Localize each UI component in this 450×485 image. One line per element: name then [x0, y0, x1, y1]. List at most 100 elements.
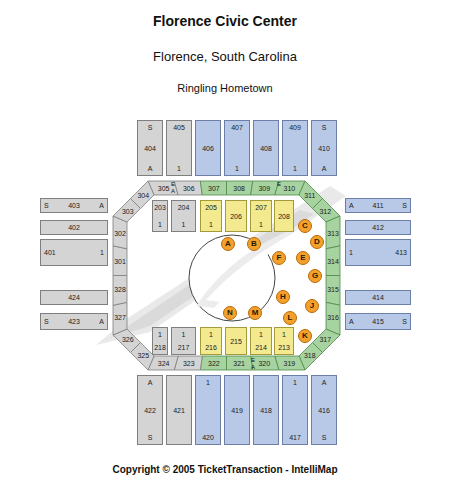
- section-number: 305: [158, 185, 170, 192]
- section-number: A: [99, 318, 104, 325]
- section-number: 1: [293, 165, 297, 172]
- floor-section: 1216: [200, 327, 222, 355]
- section-number: 321: [233, 360, 245, 367]
- section-number: 412: [372, 224, 384, 231]
- floor-seat-circle: M: [248, 306, 262, 320]
- section-number: 328: [114, 286, 126, 293]
- floor-seat-circle: G: [308, 269, 322, 283]
- map-title: Florence Civic Center: [0, 14, 450, 29]
- seat-letter: H: [280, 293, 286, 301]
- ring-section-shape: [131, 181, 155, 209]
- section-number: 308: [233, 185, 245, 192]
- ring-section: 307: [205, 183, 223, 193]
- section-number: 418: [260, 407, 272, 414]
- ring-section: 328: [111, 285, 129, 295]
- section-number: 204: [178, 204, 190, 211]
- section-number: 302: [114, 230, 126, 237]
- ring-section: 310: [280, 183, 298, 193]
- seat-letter: F: [277, 254, 282, 262]
- section-number: 1: [177, 165, 181, 172]
- entrance-mark: E: [251, 357, 255, 364]
- ring-section: 302: [111, 228, 129, 238]
- ring-section: 314: [324, 256, 342, 266]
- entrance-mark: A: [171, 188, 175, 195]
- ring-section: 301: [111, 256, 129, 266]
- section-number: 319: [284, 360, 296, 367]
- section-number: 314: [327, 258, 339, 265]
- ring-section: 312: [316, 206, 334, 216]
- seat-letter: M: [252, 309, 259, 317]
- floor-seat-circle: D: [310, 235, 324, 249]
- section-number: 307: [208, 185, 220, 192]
- section-number: 322: [208, 360, 220, 367]
- ring-section: 326: [119, 335, 137, 345]
- floor-seat-circle: E: [296, 251, 310, 265]
- ring-section: 327: [111, 313, 129, 323]
- section-number: 405: [173, 124, 185, 131]
- section-number: 407: [231, 124, 243, 131]
- seat-letter: G: [312, 272, 318, 280]
- section-number: 313: [327, 230, 339, 237]
- upper-section: S410A: [311, 120, 337, 176]
- section-number: 323: [183, 360, 195, 367]
- seat-letter: D: [314, 238, 320, 246]
- floor-seat-circle: F: [272, 251, 286, 265]
- upper-section: 1420: [195, 375, 221, 445]
- event-name: Ringling Hometown: [0, 82, 450, 94]
- ring-section: 306: [180, 183, 198, 193]
- section-number: 303: [122, 208, 134, 215]
- section-number: 311: [304, 192, 315, 199]
- floor-section: 2041: [171, 200, 196, 232]
- section-number: 1: [235, 165, 239, 172]
- ring-section: 313: [324, 228, 342, 238]
- floor-seat-circle: N: [223, 306, 237, 320]
- upper-section: 418: [253, 375, 279, 445]
- ring-section: 319: [280, 358, 298, 368]
- entrance-mark: E: [171, 181, 175, 188]
- floor-section: 206: [225, 200, 247, 232]
- upper-section: 402: [40, 220, 108, 235]
- section-number: 1: [206, 379, 210, 386]
- section-number: 214: [255, 344, 267, 351]
- seat-letter: E: [300, 254, 305, 262]
- ring-section-shape: [113, 246, 127, 276]
- section-number: 218: [154, 344, 166, 351]
- ring-section-shape: [113, 276, 127, 306]
- floor-seat-circle: H: [276, 290, 290, 304]
- section-number: S: [148, 124, 153, 131]
- upper-section: 406: [195, 120, 221, 176]
- ring-section-shape: [326, 216, 340, 249]
- section-number: 406: [202, 145, 214, 152]
- section-number: 1: [282, 331, 286, 338]
- section-number: 1: [259, 221, 263, 228]
- floor-seat-circle: J: [305, 299, 319, 313]
- section-number: 318: [304, 352, 316, 359]
- section-number: 315: [327, 286, 339, 293]
- floor-seat-circle: C: [298, 219, 312, 233]
- ring-section: 317: [316, 335, 334, 345]
- section-number: 306: [183, 185, 195, 192]
- floor-section: 1214: [250, 327, 272, 355]
- floor-section: 1 213: [274, 327, 294, 355]
- section-number: 413: [395, 249, 407, 256]
- seat-letter: J: [310, 302, 314, 310]
- section-number: 326: [122, 336, 134, 343]
- ring-section-shape: [174, 181, 202, 195]
- section-number: 325: [137, 352, 149, 359]
- upper-section: 4091: [282, 120, 308, 176]
- section-number: 403: [68, 202, 80, 209]
- seat-letter: K: [302, 332, 308, 340]
- upper-section: 419: [224, 375, 250, 445]
- ring-section: 308: [230, 183, 248, 193]
- section-number: 215: [230, 338, 242, 345]
- ring-section-shape: [113, 302, 127, 335]
- seat-letter: C: [302, 222, 308, 230]
- upper-section: S404A: [137, 120, 163, 176]
- section-number: 401: [44, 249, 56, 256]
- upper-section: 405 1: [166, 120, 192, 176]
- section-number: 414: [372, 294, 384, 301]
- section-number: 410: [318, 145, 330, 152]
- section-number: 216: [205, 344, 217, 351]
- section-number: 213: [278, 344, 290, 351]
